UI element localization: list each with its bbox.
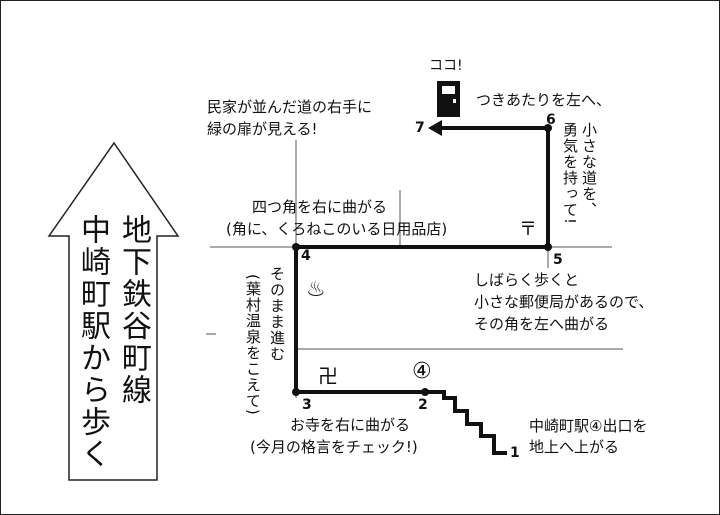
- direction-arrow: [47, 141, 180, 481]
- point-dot: [544, 243, 552, 251]
- note-step4-line1: 四つ角を右に曲がる: [252, 198, 388, 216]
- exit-4-mark: ④: [412, 359, 432, 384]
- point-dot: [544, 124, 552, 132]
- walking-route: [294, 126, 550, 455]
- note-step5-line3: その角を左へ曲がる: [474, 315, 610, 333]
- hot-spring-icon: ♨: [306, 277, 326, 302]
- note-step7-line2: 緑の扉が見える!: [207, 120, 318, 138]
- point-7: 7: [415, 120, 425, 136]
- point-2: 2: [418, 397, 428, 413]
- note-pass-hot-spring: (葉村温泉をこえて): [244, 274, 262, 416]
- point-3: 3: [302, 397, 312, 413]
- note-step5-line2: 小さな郵便局があるので、: [474, 293, 654, 311]
- point-dot: [292, 388, 300, 396]
- note-go-straight: そのまま進む: [268, 266, 286, 362]
- title-line-2: 中崎町駅から歩く: [75, 214, 110, 470]
- note-step7-line1: 民家が並んだ道の右手に: [207, 98, 373, 116]
- note-step6: つきあたりを左へ、: [476, 91, 612, 109]
- point-5: 5: [553, 252, 563, 268]
- note-step1-line2: 地上へ上がる: [529, 438, 620, 456]
- note-step1-line1: 中崎町駅④出口を: [529, 417, 648, 435]
- note-step4-line2: (角に、くろねこのいる日用品店): [226, 220, 448, 238]
- route-arrowhead: [428, 120, 442, 136]
- point-6: 6: [546, 112, 556, 128]
- temple-mark: 卍: [318, 364, 338, 388]
- post-office-icon: 〒: [519, 219, 537, 240]
- note-step3-line2: (今月の格言をチェック!): [250, 438, 418, 456]
- point-1: 1: [510, 445, 520, 461]
- note-courage: 勇気を持って!: [561, 122, 579, 226]
- note-step5-line1: しばらく歩くと: [474, 271, 580, 289]
- note-small-road: 小さな道を、: [580, 122, 598, 218]
- point-dot: [421, 388, 429, 396]
- goal-label: ココ!: [429, 58, 463, 74]
- title-line-1: 地下鉄谷町線: [116, 214, 151, 406]
- note-step3-line1: お寺を右に曲がる: [290, 416, 411, 434]
- point-dot: [292, 243, 300, 251]
- point-4: 4: [301, 248, 311, 264]
- door-icon: [437, 81, 460, 117]
